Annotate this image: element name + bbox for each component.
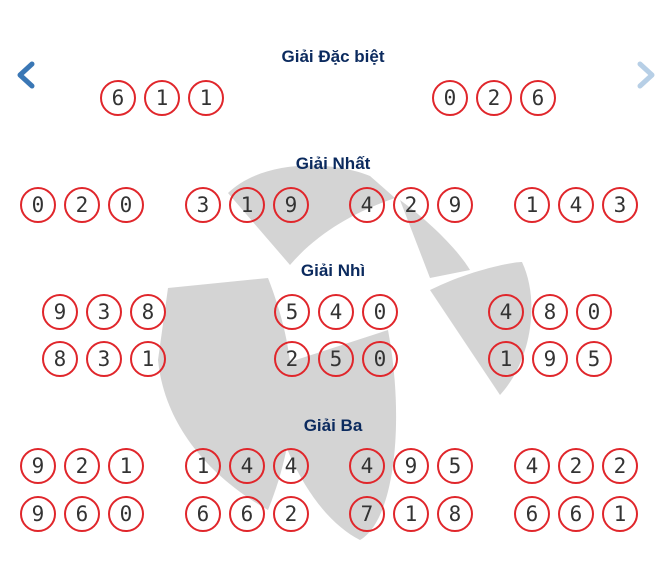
number-ball: 6 <box>514 496 550 532</box>
number-ball: 4 <box>349 187 385 223</box>
number-ball: 6 <box>185 496 221 532</box>
number-ball: 2 <box>273 496 309 532</box>
number-ball: 1 <box>229 187 265 223</box>
number-ball: 2 <box>64 187 100 223</box>
next-button[interactable] <box>632 60 660 90</box>
number-ball: 7 <box>349 496 385 532</box>
number-ball: 2 <box>274 341 310 377</box>
first-prize-title: Giải Nhất <box>295 154 371 173</box>
number-ball: 5 <box>274 294 310 330</box>
number-ball: 0 <box>432 80 468 116</box>
number-ball: 0 <box>362 294 398 330</box>
number-ball: 8 <box>437 496 473 532</box>
number-ball: 8 <box>130 294 166 330</box>
number-ball: 9 <box>273 187 309 223</box>
number-ball: 5 <box>576 341 612 377</box>
number-ball: 4 <box>229 448 265 484</box>
number-ball: 6 <box>520 80 556 116</box>
number-ball: 1 <box>108 448 144 484</box>
number-ball: 4 <box>488 294 524 330</box>
number-ball: 9 <box>20 448 56 484</box>
number-ball: 9 <box>393 448 429 484</box>
number-ball: 9 <box>42 294 78 330</box>
number-ball: 2 <box>602 448 638 484</box>
number-ball: 0 <box>576 294 612 330</box>
number-ball: 3 <box>86 341 122 377</box>
number-ball: 5 <box>437 448 473 484</box>
chevron-right-icon <box>637 61 655 89</box>
prev-button[interactable] <box>12 60 40 90</box>
number-ball: 3 <box>602 187 638 223</box>
number-ball: 1 <box>393 496 429 532</box>
number-ball: 1 <box>188 80 224 116</box>
number-ball: 2 <box>393 187 429 223</box>
number-ball: 3 <box>86 294 122 330</box>
number-ball: 1 <box>130 341 166 377</box>
number-ball: 4 <box>514 448 550 484</box>
number-ball: 1 <box>602 496 638 532</box>
number-ball: 6 <box>100 80 136 116</box>
number-ball: 6 <box>64 496 100 532</box>
number-ball: 4 <box>318 294 354 330</box>
number-ball: 1 <box>514 187 550 223</box>
chevron-left-icon <box>17 61 35 89</box>
number-ball: 6 <box>229 496 265 532</box>
number-ball: 4 <box>558 187 594 223</box>
number-ball: 9 <box>532 341 568 377</box>
number-ball: 1 <box>144 80 180 116</box>
number-ball: 6 <box>558 496 594 532</box>
number-ball: 2 <box>558 448 594 484</box>
number-ball: 4 <box>349 448 385 484</box>
special-prize-title: Giải Đặc biệt <box>281 47 385 66</box>
number-ball: 1 <box>488 341 524 377</box>
third-prize-title: Giải Ba <box>303 416 363 435</box>
number-ball: 9 <box>20 496 56 532</box>
number-ball: 0 <box>362 341 398 377</box>
number-ball: 0 <box>108 496 144 532</box>
number-ball: 3 <box>185 187 221 223</box>
second-prize-title: Giải Nhì <box>300 261 366 280</box>
number-ball: 5 <box>318 341 354 377</box>
number-ball: 1 <box>185 448 221 484</box>
number-ball: 0 <box>20 187 56 223</box>
number-ball: 2 <box>64 448 100 484</box>
number-ball: 9 <box>437 187 473 223</box>
number-ball: 8 <box>532 294 568 330</box>
number-ball: 4 <box>273 448 309 484</box>
number-ball: 8 <box>42 341 78 377</box>
number-ball: 0 <box>108 187 144 223</box>
number-ball: 2 <box>476 80 512 116</box>
